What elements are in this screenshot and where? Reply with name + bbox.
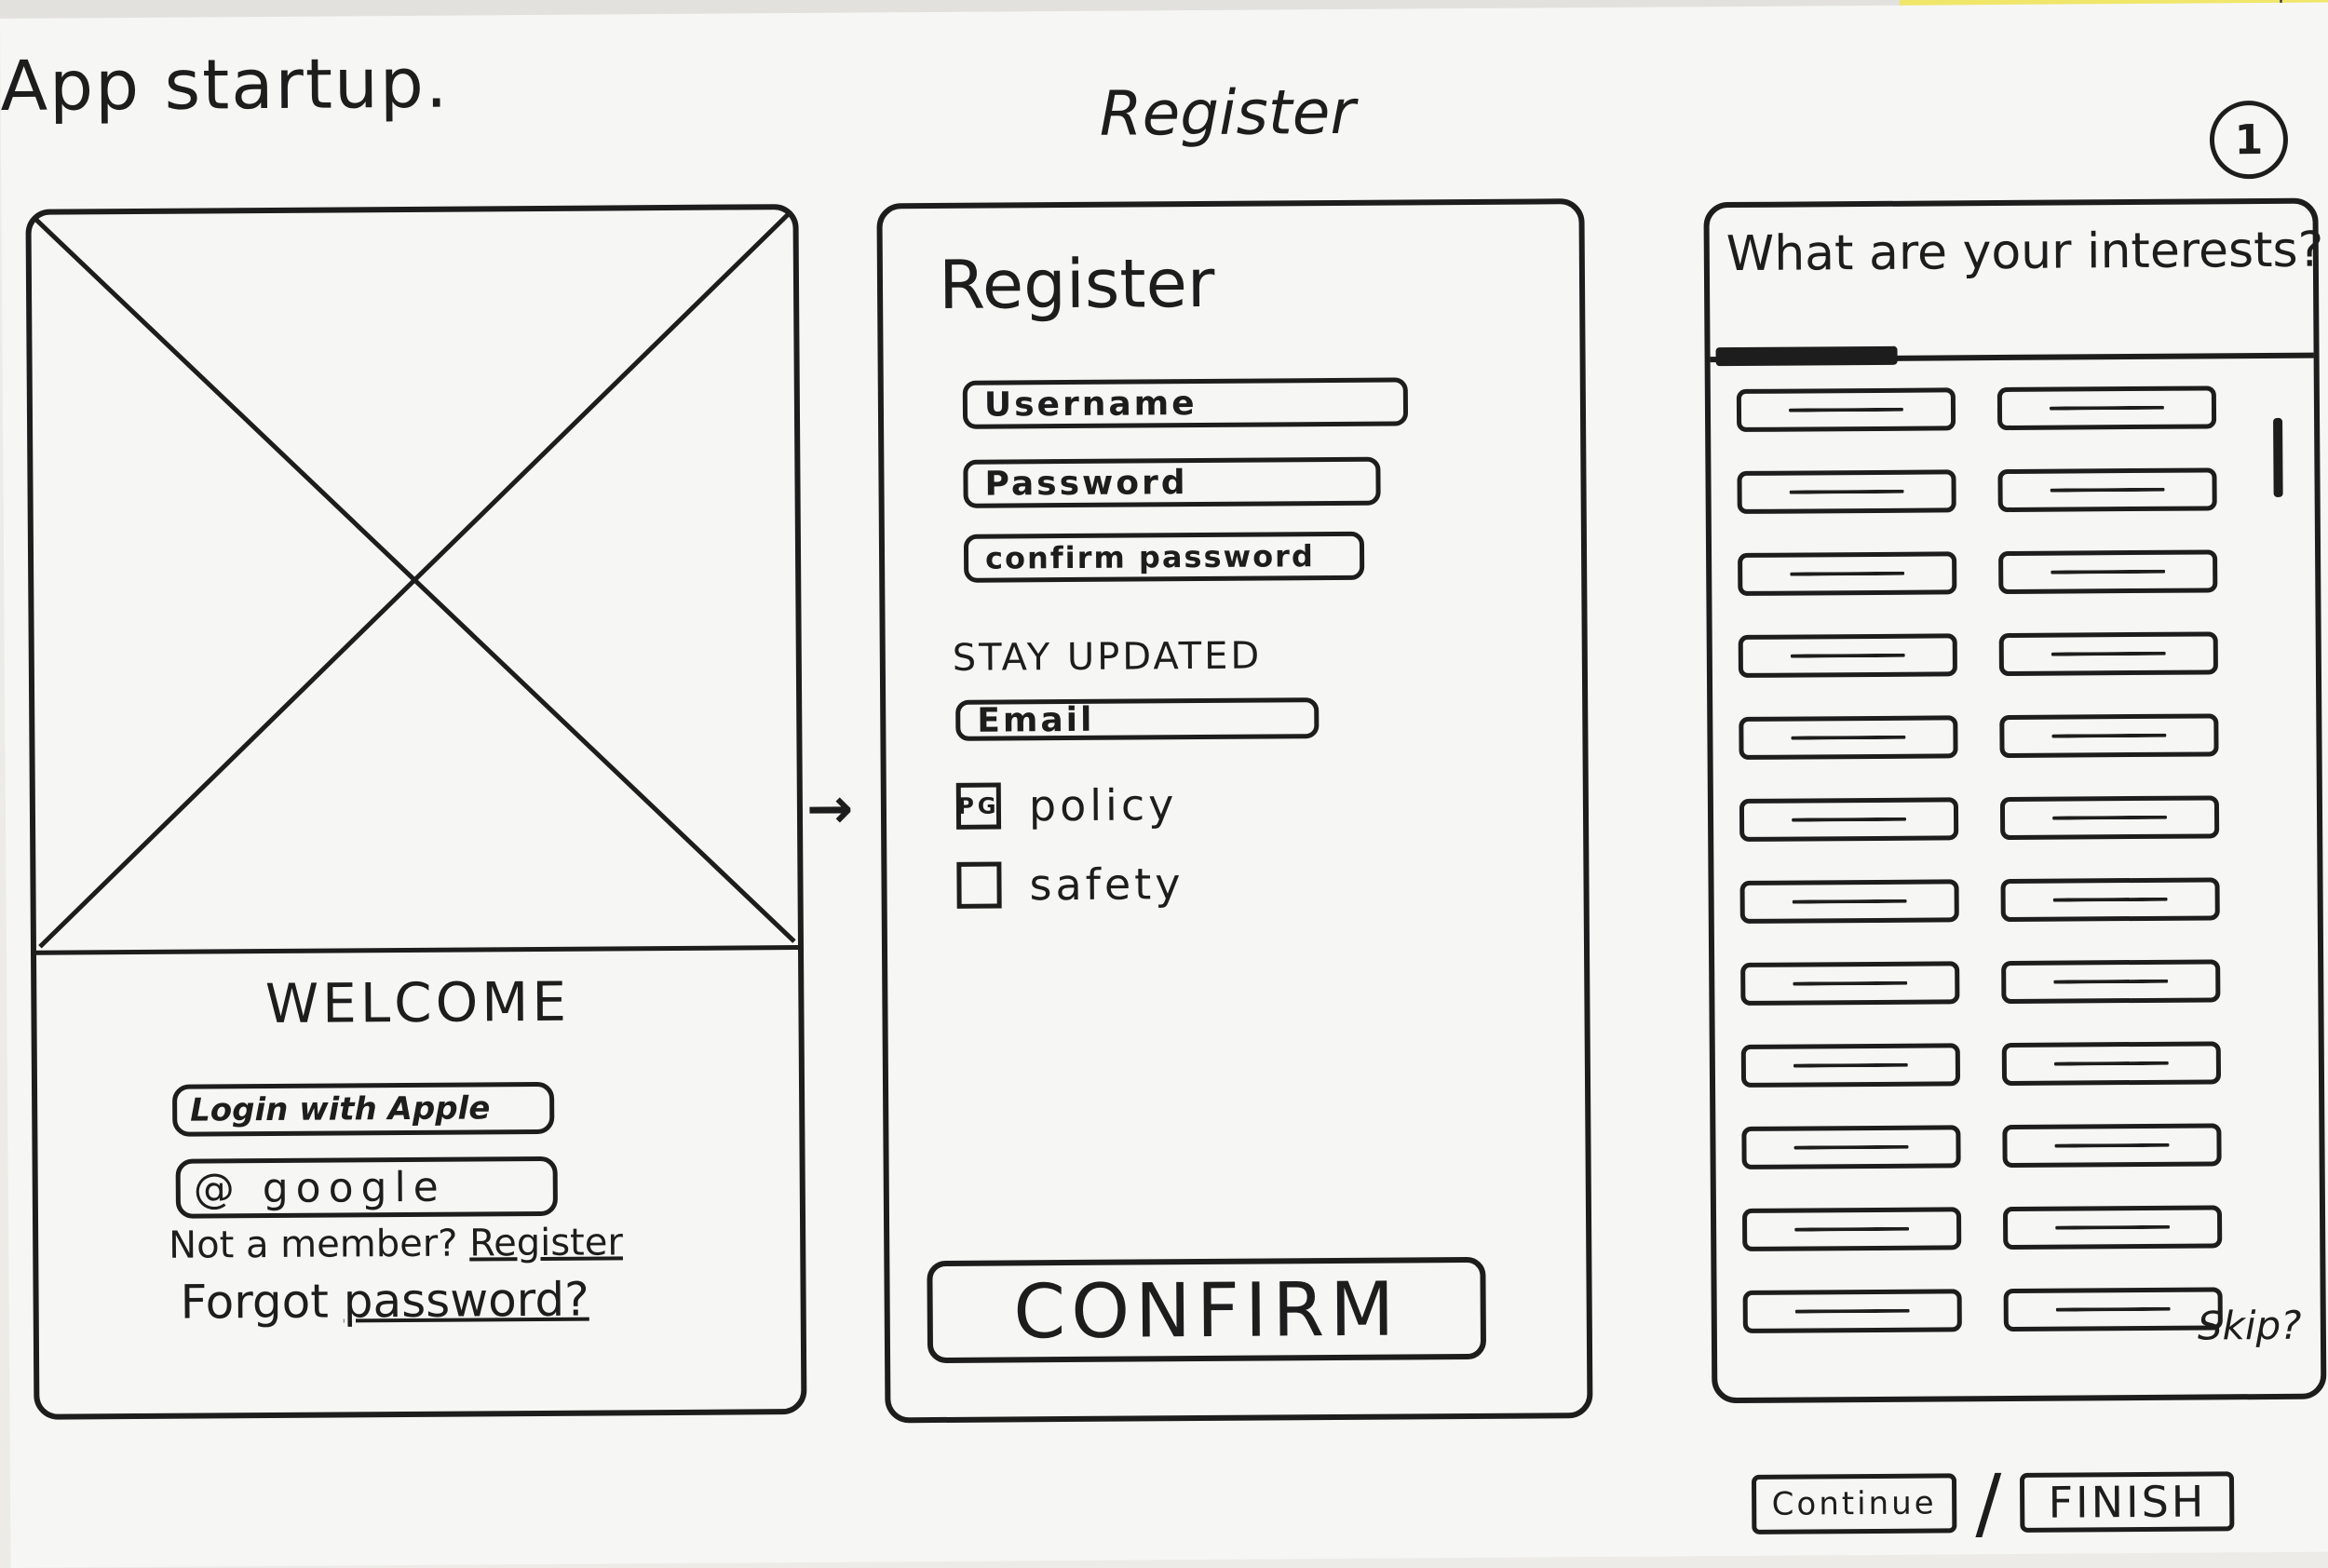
- chip-label-placeholder: [1789, 489, 1904, 494]
- chip-label-placeholder: [2050, 487, 2165, 493]
- interest-chip[interactable]: [1741, 1207, 1962, 1251]
- not-member-text: Not a member?: [169, 1222, 458, 1267]
- confirm-password-placeholder: confirm password: [984, 538, 1315, 576]
- forgot-line: Forgot password?: [180, 1273, 589, 1330]
- chip-label-placeholder: [1791, 735, 1906, 740]
- interest-chip[interactable]: [2003, 1287, 2223, 1332]
- chip-label-placeholder: [2052, 897, 2169, 902]
- interest-chip[interactable]: [1739, 715, 1958, 760]
- chip-label-placeholder: [1793, 1062, 1909, 1068]
- interest-chip[interactable]: [1998, 549, 2218, 595]
- continue-button[interactable]: Continue: [1751, 1473, 1957, 1534]
- username-placeholder: Username: [983, 384, 1198, 425]
- interests-screen: What are your interests? Skip?: [1703, 197, 2327, 1404]
- chip-label-placeholder: [1792, 899, 1908, 904]
- register-title: Register: [938, 243, 1215, 324]
- forgot-password-link[interactable]: password?: [343, 1272, 589, 1329]
- chip-label-placeholder: [2053, 1061, 2170, 1066]
- email-placeholder: Email: [977, 700, 1095, 740]
- confirm-button[interactable]: CONFIRM: [927, 1256, 1487, 1364]
- interest-chip[interactable]: [2001, 959, 2221, 1005]
- email-field[interactable]: Email: [955, 697, 1320, 741]
- register-screen: Register Username Password confirm passw…: [876, 198, 1593, 1424]
- password-field[interactable]: Password: [963, 456, 1381, 508]
- chip-label-placeholder: [2051, 815, 2168, 820]
- skip-link[interactable]: Skip?: [2197, 1302, 2302, 1349]
- chip-label-placeholder: [2049, 405, 2165, 411]
- finish-button[interactable]: FINISH: [2020, 1471, 2235, 1533]
- google-button-label: @ google: [193, 1163, 446, 1213]
- interest-chip[interactable]: [2002, 1123, 2222, 1169]
- stay-updated-heading: STAY UPDATED: [952, 634, 1263, 680]
- chip-label-placeholder: [2054, 1224, 2171, 1230]
- chip-label-placeholder: [1792, 980, 1908, 986]
- image-placeholder-icon: [33, 211, 796, 949]
- welcome-heading: WELCOME: [264, 969, 571, 1036]
- welcome-screen: WELCOME Login with Apple @ google Not a …: [25, 204, 807, 1420]
- chip-label-placeholder: [2051, 651, 2167, 656]
- policy-checkbox-row: PG policy: [955, 779, 1178, 831]
- interest-chip[interactable]: [1741, 1125, 1961, 1169]
- interest-chip[interactable]: [1742, 1289, 1962, 1333]
- continue-button-label: Continue: [1771, 1484, 1937, 1523]
- interest-chip[interactable]: [2000, 877, 2220, 923]
- chip-label-placeholder: [1788, 407, 1904, 412]
- interest-chip[interactable]: [1736, 387, 1956, 432]
- login-with-apple-button[interactable]: Login with Apple: [171, 1081, 555, 1137]
- interest-chip[interactable]: [1739, 797, 1959, 842]
- policy-check-mark: PG: [957, 792, 1000, 819]
- flow-arrow-icon: →: [805, 776, 854, 842]
- password-placeholder: Password: [984, 463, 1188, 504]
- chip-label-placeholder: [1794, 1308, 1911, 1314]
- interest-chip[interactable]: [1737, 469, 1956, 514]
- page-number: 1: [2209, 100, 2289, 180]
- chip-label-placeholder: [2052, 979, 2169, 984]
- confirm-password-field[interactable]: confirm password: [963, 531, 1365, 583]
- chip-label-placeholder: [2055, 1306, 2172, 1312]
- center-title: Register: [1099, 75, 1356, 150]
- login-with-google-button[interactable]: @ google: [175, 1156, 558, 1219]
- safety-label: safety: [1029, 858, 1184, 911]
- interest-chip[interactable]: [1999, 795, 2220, 841]
- interest-grid: [1736, 385, 2246, 1333]
- interest-chip[interactable]: [1997, 467, 2217, 513]
- safety-checkbox-row: safety: [956, 858, 1184, 911]
- chip-label-placeholder: [1793, 1144, 1909, 1150]
- chip-label-placeholder: [2051, 733, 2167, 738]
- bottom-actions: Continue / FINISH: [1751, 1455, 2235, 1550]
- finish-button-label: FINISH: [2048, 1476, 2207, 1528]
- interest-chip[interactable]: [1996, 385, 2217, 431]
- safety-checkbox[interactable]: [956, 861, 1002, 909]
- policy-checkbox[interactable]: PG: [955, 782, 1002, 830]
- interest-chip[interactable]: [1740, 1043, 1961, 1088]
- register-link[interactable]: Register: [468, 1221, 623, 1265]
- chip-label-placeholder: [1789, 571, 1905, 576]
- chip-label-placeholder: [1790, 653, 1906, 658]
- page-title: App startup.: [0, 43, 450, 127]
- interest-chip[interactable]: [1999, 713, 2219, 759]
- interest-chip[interactable]: [1739, 879, 1959, 924]
- not-member-line: Not a member? Register: [169, 1221, 623, 1266]
- interest-chip[interactable]: [1740, 961, 1960, 1006]
- interest-chip[interactable]: [1738, 633, 1957, 678]
- chip-label-placeholder: [2054, 1142, 2170, 1148]
- interest-chip[interactable]: [1998, 631, 2218, 677]
- interests-title: What are your interests?: [1726, 222, 2324, 283]
- confirm-button-label: CONFIRM: [1012, 1265, 1401, 1355]
- scrollbar[interactable]: [2273, 417, 2283, 497]
- interest-chip[interactable]: [2001, 1041, 2222, 1087]
- chip-label-placeholder: [1791, 817, 1907, 822]
- hero-image-placeholder: [31, 210, 799, 955]
- policy-label: policy: [1028, 779, 1178, 831]
- apple-button-label: Login with Apple: [190, 1089, 491, 1129]
- interest-chip[interactable]: [2002, 1205, 2223, 1250]
- chip-label-placeholder: [2050, 569, 2166, 574]
- chip-label-placeholder: [1793, 1226, 1910, 1232]
- forgot-text: Forgot: [180, 1274, 330, 1330]
- interest-chip[interactable]: [1738, 551, 1957, 596]
- action-separator: /: [1974, 1457, 2002, 1549]
- username-field[interactable]: Username: [962, 377, 1409, 429]
